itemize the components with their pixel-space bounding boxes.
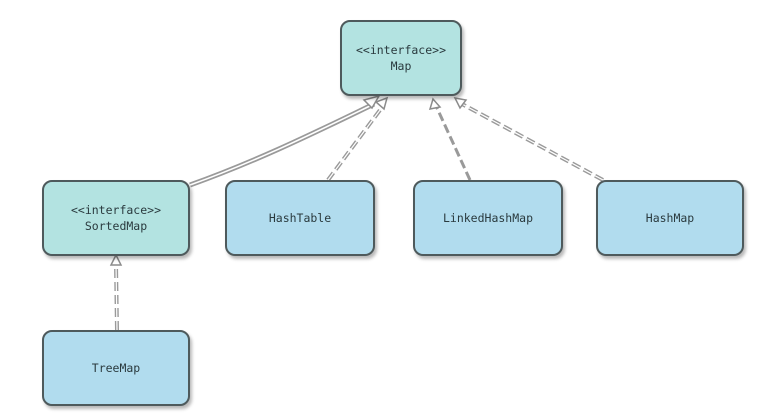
edge-treemap-to-sortedmap-inner — [115, 263, 118, 331]
node-map[interactable]: <<interface>> Map — [340, 20, 462, 96]
node-hashtable[interactable]: HashTable — [225, 180, 375, 256]
linkedhashmap-name: LinkedHashMap — [442, 211, 533, 225]
map-stereotype: <<interface>> — [355, 43, 446, 57]
treemap-name: TreeMap — [91, 361, 141, 375]
sortedmap-name: SortedMap — [84, 219, 148, 233]
edge-sortedmap-to-map — [189, 101, 376, 188]
edge-arrowhead-linkedhashmap-map — [428, 97, 442, 110]
node-treemap[interactable]: TreeMap — [42, 330, 190, 406]
edge-linkedhashmap-to-map — [435, 107, 472, 181]
sortedmap-stereotype: <<interface>> — [70, 203, 161, 217]
edge-arrowhead-hashtable-map — [374, 96, 389, 111]
hashmap-name: HashMap — [645, 211, 695, 225]
node-linkedhashmap[interactable]: LinkedHashMap — [413, 180, 563, 256]
map-name: Map — [390, 59, 412, 73]
edge-sortedmap-to-map-inner — [189, 103, 375, 186]
hashtable-name: HashTable — [268, 211, 332, 225]
edge-hashtable-to-map-inner — [327, 105, 384, 181]
node-hashmap[interactable]: HashMap — [596, 180, 744, 256]
edge-arrowhead-treemap-sortedmap — [109, 253, 123, 266]
edge-hashmap-to-map-inner — [461, 103, 604, 181]
edge-arrowhead-hashmap-map — [453, 96, 468, 110]
node-sortedmap[interactable]: <<interface>> SortedMap — [42, 180, 190, 256]
